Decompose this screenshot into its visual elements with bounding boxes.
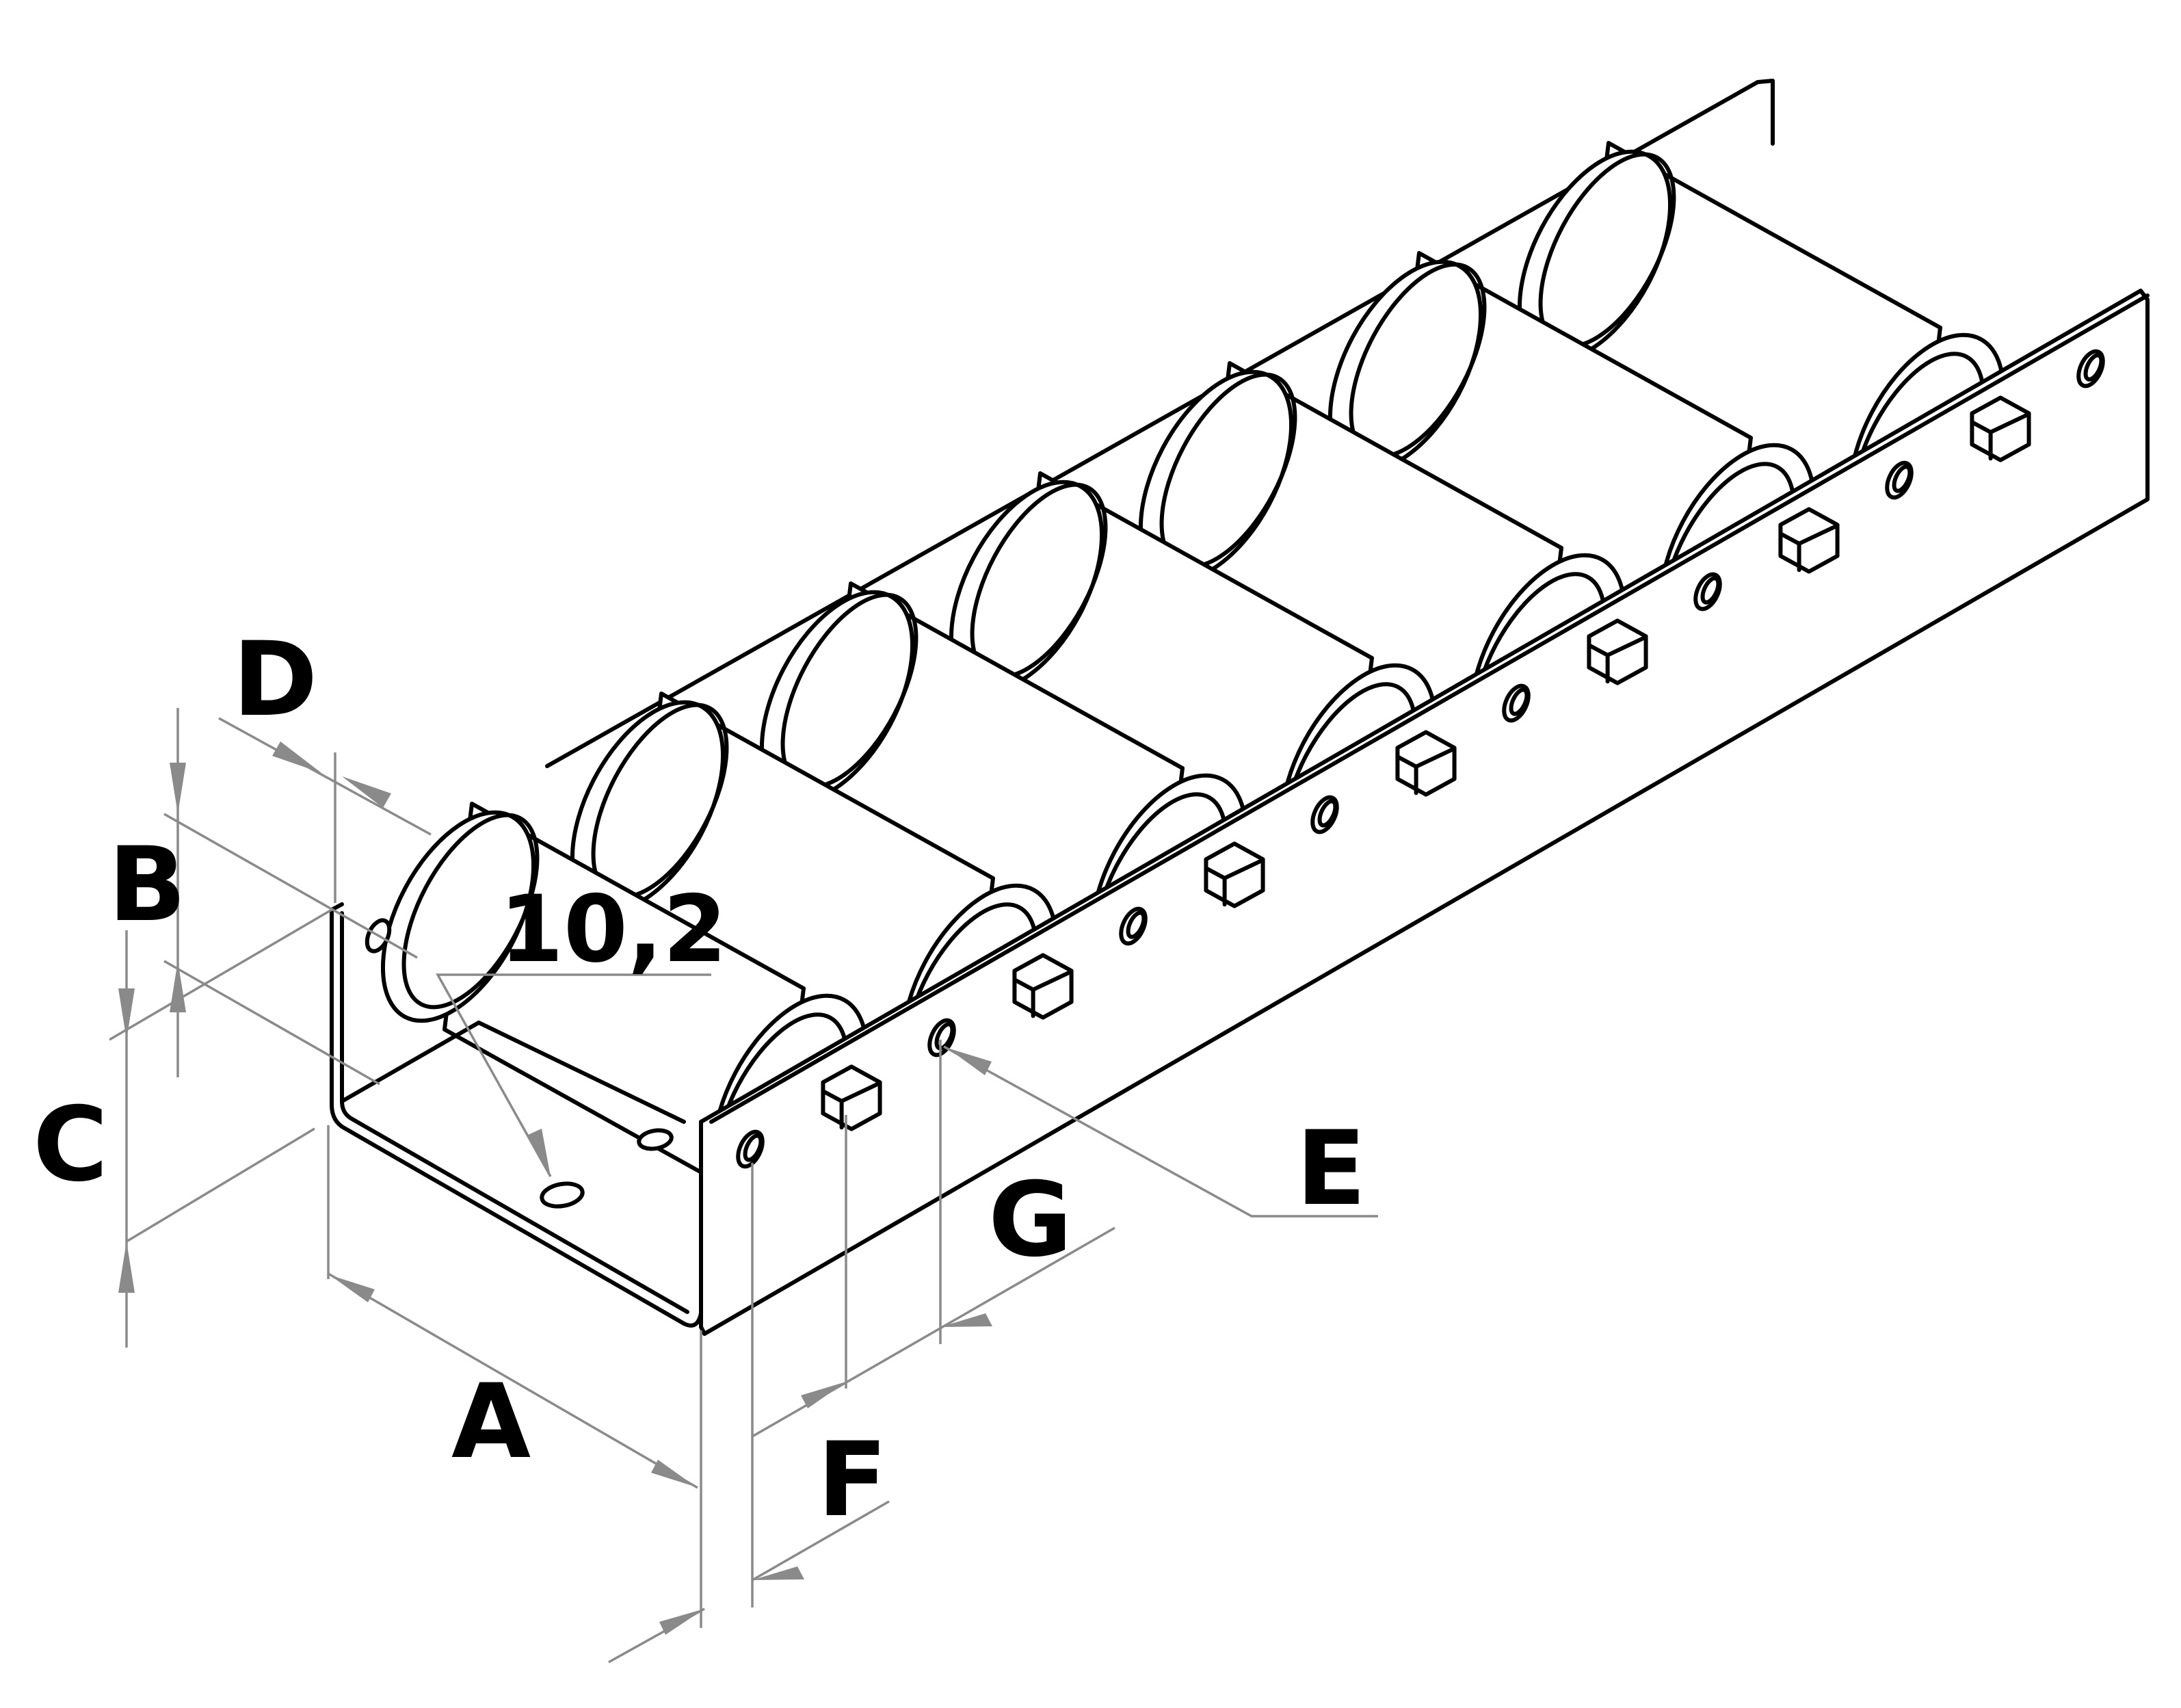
dimension-lines xyxy=(109,708,1378,1664)
label-e: E xyxy=(1296,1109,1366,1229)
label-hole-diameter: 10,2 xyxy=(499,876,727,983)
rail-hole xyxy=(1310,795,1339,835)
floor-hole xyxy=(540,1181,585,1209)
hex-bolt xyxy=(1395,730,1457,797)
rail-hole xyxy=(1693,572,1722,612)
hex-bolt xyxy=(1587,618,1648,685)
label-d: D xyxy=(233,620,318,739)
rail-hole xyxy=(1119,906,1148,946)
rail-hardware xyxy=(736,349,2105,1169)
rail-hole xyxy=(1502,683,1531,723)
back-rail xyxy=(545,79,1775,768)
label-f: F xyxy=(817,1421,887,1540)
label-b: B xyxy=(108,826,186,945)
rail-hole xyxy=(736,1129,765,1169)
label-a: A xyxy=(451,1363,531,1482)
dimension-labels: D B C A F G E 10,2 xyxy=(33,620,1366,1540)
hex-bolt xyxy=(1012,953,1074,1020)
label-g: G xyxy=(988,1161,1072,1280)
label-c: C xyxy=(33,1086,108,1205)
floor-hole xyxy=(637,1128,674,1151)
rail-hole xyxy=(2076,349,2105,389)
hex-bolt xyxy=(1778,507,1840,574)
rail-hole xyxy=(927,1018,956,1057)
hex-bolt xyxy=(821,1064,882,1131)
rail-hole xyxy=(1885,460,1914,500)
hex-bolt xyxy=(1204,841,1265,908)
hex-bolt xyxy=(1970,395,2031,462)
